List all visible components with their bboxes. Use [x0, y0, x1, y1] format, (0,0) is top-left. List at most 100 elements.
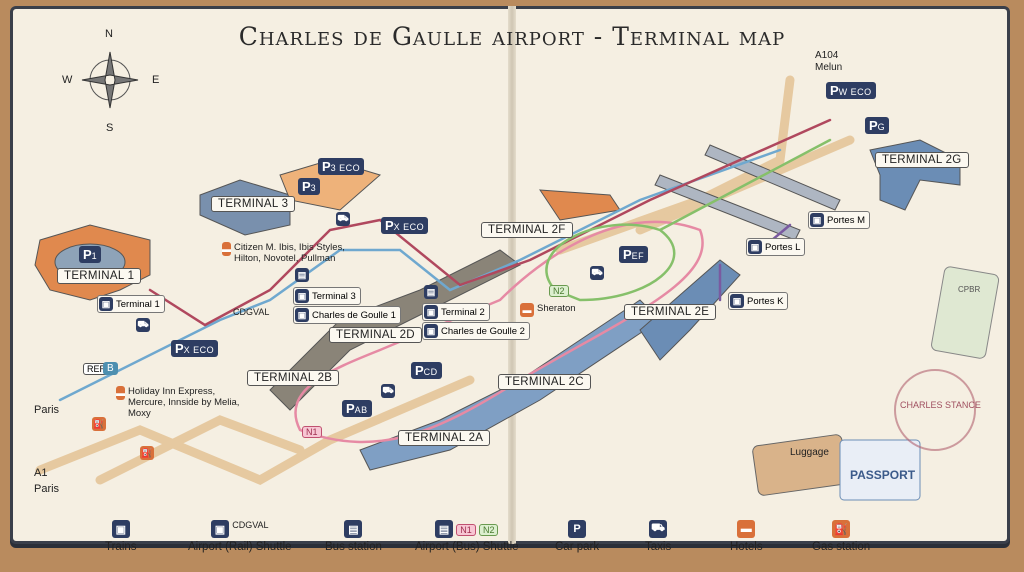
parking-pef[interactable]: PEF — [619, 246, 649, 263]
parking-px-eco-2[interactable]: PX ECO — [171, 340, 219, 357]
station-terminal-2[interactable]: ▣Terminal 2 — [422, 303, 490, 321]
passport-text: PASSPORT — [850, 468, 916, 482]
label-terminal-2b[interactable]: TERMINAL 2B — [247, 370, 340, 386]
tag-text: CPBR — [958, 285, 981, 294]
hotels-terminal-3[interactable]: ▬Citizen M. Ibis, Ibis Styles, Hilton, N… — [222, 242, 345, 264]
a104-label: A104 — [815, 50, 839, 61]
gas-station-icon: ⛽ — [92, 417, 106, 431]
parking-pab[interactable]: PAB — [342, 400, 372, 417]
legend-bus-station: ▤Bus station — [325, 520, 382, 553]
label-terminal-2e[interactable]: TERMINAL 2E — [624, 304, 717, 320]
station-terminal-1[interactable]: ▣Terminal 1 — [97, 295, 165, 313]
cdgval-line — [148, 118, 832, 327]
stamp-text: CHARLES STANCE — [900, 400, 981, 410]
hotel-icon: ▬ — [737, 520, 756, 538]
rer-b-line — [58, 148, 782, 402]
train-icon: ▣ — [810, 213, 824, 227]
train-icon: ▣ — [99, 297, 113, 311]
station-cdg-1[interactable]: ▣Charles de Goulle 1 — [293, 306, 401, 324]
compass-n: N — [105, 28, 113, 40]
paris-label: Paris — [34, 404, 60, 416]
taxi-icon: ⛟ — [136, 318, 150, 332]
stamp — [894, 369, 976, 451]
station-portes-k[interactable]: ▣Portes K — [728, 292, 789, 310]
legend-gas-station: ⛽Gas station — [812, 520, 870, 553]
train-icon: ▣ — [424, 305, 438, 319]
parking-pcd[interactable]: PCD — [411, 362, 442, 379]
terminal-2g-building — [869, 139, 961, 211]
bus-shuttle-icon: ▤ — [435, 520, 454, 538]
bus-icon: ▤ — [344, 520, 363, 538]
compass-rose-icon — [81, 51, 139, 109]
a1-label: A1 — [34, 467, 48, 479]
gas-station-icon: ⛽ — [832, 520, 851, 538]
legend-hotels: ▬Hotels — [730, 520, 763, 553]
cdgval-label: CDGVAL — [233, 307, 270, 317]
label-terminal-2c[interactable]: TERMINAL 2C — [498, 374, 591, 390]
legend-trains: ▣Trains — [105, 520, 137, 553]
label-terminal-1[interactable]: TERMINAL 1 — [57, 268, 142, 284]
taxi-icon: ⛟ — [381, 384, 395, 398]
parking-p1[interactable]: P1 — [79, 246, 102, 263]
n2-shuttle-line — [545, 138, 832, 302]
road-link — [95, 415, 305, 485]
n1-shuttle-line — [294, 220, 704, 444]
station-terminal-3[interactable]: ▣Terminal 3 — [293, 287, 361, 305]
parking-p3[interactable]: P3 — [298, 178, 321, 195]
gas-station-icon: ⛽ — [140, 446, 154, 460]
taxi-icon: ⛟ — [649, 520, 668, 538]
bus-icon: ▤ — [295, 268, 309, 282]
n2-badge: N2 — [549, 285, 569, 297]
train-icon: ▣ — [111, 520, 130, 538]
compass-s: S — [106, 122, 114, 134]
hotel-icon: ▬ — [222, 242, 231, 256]
luggage-ticket — [752, 434, 848, 496]
train-icon: ▣ — [730, 294, 744, 308]
luggage-tag — [931, 266, 1000, 359]
decorations — [752, 266, 1000, 501]
label-terminal-3[interactable]: TERMINAL 3 — [211, 196, 296, 212]
hotel-icon: ▬ — [116, 386, 125, 400]
hotel-icon: ▬ — [520, 303, 534, 317]
rer-b-badge: B — [103, 362, 118, 375]
notebook-spine — [508, 6, 516, 544]
taxi-icon: ⛟ — [590, 266, 604, 280]
road-a1 — [35, 375, 475, 486]
train-icon: ▣ — [424, 324, 438, 338]
compass-w: W — [62, 74, 73, 86]
label-terminal-2f[interactable]: TERMINAL 2F — [481, 222, 573, 238]
train-icon: ▣ — [748, 240, 762, 254]
hotels-roissypole[interactable]: ▬Holiday Inn Express, Mercure, Innside b… — [116, 386, 240, 419]
label-terminal-2a[interactable]: TERMINAL 2A — [398, 430, 491, 446]
melun-label: Melun — [815, 62, 843, 73]
map-title: Charles de Gaulle airport - Terminal map — [238, 22, 786, 51]
taxi-icon: ⛟ — [336, 212, 350, 226]
bus-icon: ▤ — [424, 285, 438, 299]
portes-links — [718, 223, 792, 302]
a1-paris-label: Paris — [34, 483, 60, 495]
parking-pg[interactable]: PG — [865, 117, 890, 134]
parking-pw-eco[interactable]: PW ECO — [826, 82, 876, 99]
station-portes-l[interactable]: ▣Portes L — [746, 238, 806, 256]
station-portes-m[interactable]: ▣Portes M — [808, 211, 871, 229]
parking-icon: P — [568, 520, 587, 538]
rail-shuttle-icon: ▣ — [211, 520, 229, 538]
legend-taxis: ⛟Taxis — [645, 520, 672, 553]
n1-badge: N1 — [302, 426, 322, 438]
station-cdg-2[interactable]: ▣Charles de Goulle 2 — [422, 322, 530, 340]
label-terminal-2g[interactable]: TERMINAL 2G — [875, 152, 969, 168]
passport — [839, 439, 921, 501]
parking-px-eco[interactable]: PX ECO — [381, 217, 429, 234]
label-terminal-2d[interactable]: TERMINAL 2D — [329, 327, 422, 343]
train-icon: ▣ — [295, 289, 309, 303]
luggage-text: Luggage — [790, 447, 829, 458]
hotel-sheraton[interactable]: ▬Sheraton — [520, 303, 576, 317]
parking-p3-eco[interactable]: P3 ECO — [318, 158, 365, 175]
routes — [58, 118, 832, 444]
train-icon: ▣ — [295, 308, 309, 322]
compass-e: E — [152, 74, 160, 86]
